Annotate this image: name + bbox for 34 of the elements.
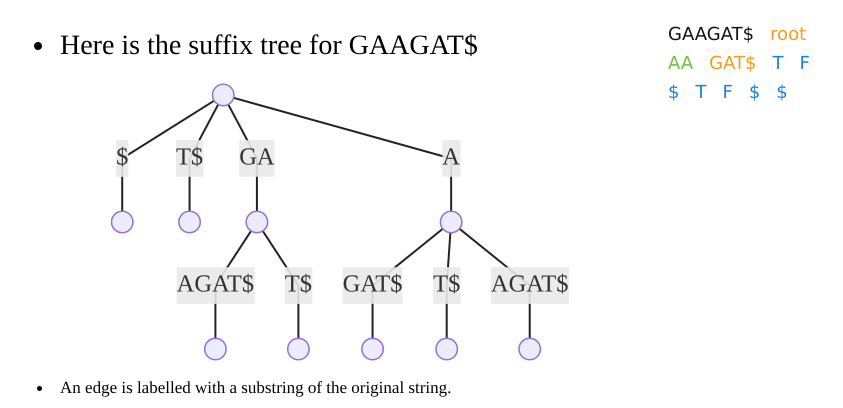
handwritten-note: $ [748,82,760,103]
node-circle [435,338,458,361]
edge-label: GAT$ [342,272,402,298]
edge-label: AGAT$ [176,272,254,298]
edge-label: T$ [176,144,204,171]
handwritten-note: $ [668,82,680,103]
handwritten-note: F [799,53,810,74]
handwritten-note: T [695,82,706,103]
node-circle [110,210,134,234]
caption: An edge is labelled with a substring of the original string. [60,378,452,398]
handwritten-note: AA [668,53,694,74]
edge-label: $ [116,144,128,171]
edge-label: GA [239,144,275,171]
connector [121,100,215,212]
node-circle [245,210,268,234]
handwritten-note: GAT$ [709,53,756,74]
node-circle [204,338,227,361]
handwritten-note: T [772,53,784,74]
edge-label: A [442,144,460,171]
handwritten-note: $ [776,82,788,103]
node-circle [212,83,235,106]
handwritten-note: GAAGAT$ [668,24,754,45]
handwritten-note: F [722,82,733,103]
title: Here is the suffix tree for GAAGAT$ [60,30,478,62]
handwritten-note: root [770,24,806,45]
node-circle [440,210,463,234]
node-circle [361,338,384,361]
node-circle [286,338,310,361]
edge-label: T$ [433,272,460,298]
edge-label: T$ [284,272,312,298]
connector [233,96,452,212]
edge-label: AGAT$ [490,272,568,298]
node-circle [518,338,542,361]
node-circle [178,210,202,234]
